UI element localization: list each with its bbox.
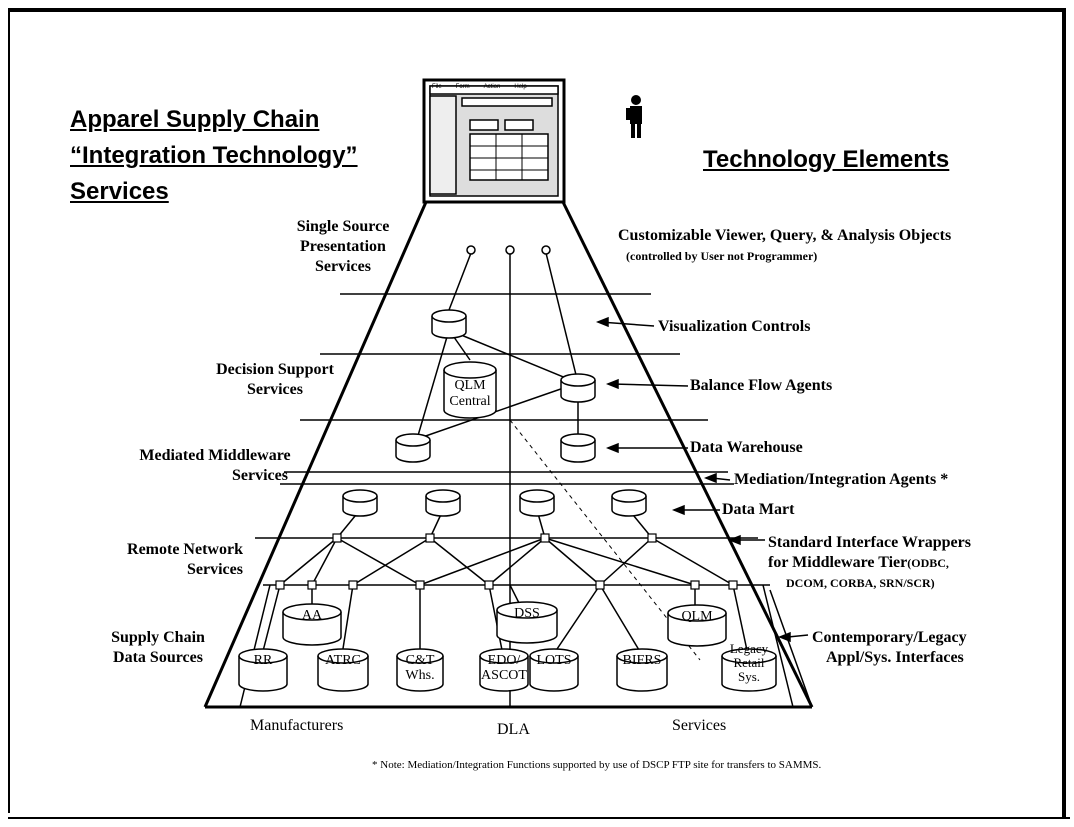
label-line: for Middleware Tier(ODBC, (768, 553, 971, 573)
label-visualization-controls: Visualization Controls (658, 318, 811, 335)
node-dss: DSS (514, 606, 540, 621)
node-line: Central (449, 394, 491, 409)
cylinder-bifrs (616, 648, 668, 692)
label-line: Customizable Viewer, Query, & Analysis O… (618, 227, 952, 244)
node-line: Sys. (737, 669, 761, 684)
cylinder-legacy (721, 648, 777, 692)
cylinder-datamart-3 (519, 489, 555, 517)
label-line: Single Source (296, 218, 390, 235)
label-line: Mediated Middleware (139, 447, 291, 464)
screen-menu-form: Form (455, 84, 470, 90)
label-line: Contemporary/Legacy (812, 629, 967, 646)
screen-menu-action: Action (483, 84, 501, 90)
screen-menu-file: File (432, 84, 442, 90)
node-line: QLM (454, 378, 486, 393)
wrapper-nodes (275, 533, 738, 590)
node-atrc: ATRC (325, 653, 361, 668)
label-balance-flow-agents: Balance Flow Agents (690, 377, 833, 394)
label-remote-network: Remote Network Services (100, 540, 270, 580)
node-line: Retail (733, 655, 765, 670)
label-line: (controlled by User not Programmer) (626, 249, 818, 263)
cylinders (238, 309, 777, 692)
cylinder-lots (529, 648, 579, 692)
cylinder-aa (282, 603, 342, 646)
cylinder-datamart-2 (425, 489, 461, 517)
node-lots: LOTS (536, 653, 572, 668)
label-services: Services (672, 717, 727, 734)
label-line: Supply Chain (111, 629, 205, 646)
label-manufacturers: Manufacturers (250, 717, 344, 734)
node-line: ASCOT (481, 668, 527, 683)
cylinder-rr (238, 648, 288, 692)
node-line: EDO/ (487, 653, 521, 668)
node-legacy-retail: Legacy Retail Sys. (722, 642, 776, 684)
node-bifrs: BIFRS (622, 653, 662, 668)
cylinder-balance-flow (560, 373, 596, 403)
label-mediated-middleware: Mediated Middleware Services (120, 446, 310, 486)
label-decision-support: Decision Support Services (190, 360, 360, 400)
node-rr: RR (253, 653, 273, 668)
cylinder-visualization (431, 309, 467, 339)
main-title: Apparel Supply Chain “Integration Techno… (70, 102, 358, 210)
cylinder-atrc (317, 648, 369, 692)
label-legacy-interfaces: Contemporary/Legacy Appl/Sys. Interfaces (812, 628, 967, 668)
label-data-warehouse: Data Warehouse (690, 439, 803, 456)
cylinder-dss (496, 601, 558, 644)
main-title-line-3: Services (70, 178, 169, 205)
label-line: Remote Network (127, 541, 243, 558)
label-line: Presentation (300, 238, 386, 255)
node-ct-whs: C&T Whs. (397, 653, 443, 683)
label-line: Services (232, 467, 288, 484)
main-title-line-2: “Integration Technology” (70, 142, 358, 169)
label-mediation-agents: Mediation/Integration Agents * (734, 471, 949, 488)
label-part: for Middleware Tier (768, 554, 908, 571)
cylinder-qlm (667, 604, 727, 647)
label-line: Data Sources (113, 649, 203, 666)
slide-frame (8, 8, 1066, 819)
pyramid-outline (203, 201, 814, 709)
node-line: Whs. (405, 668, 435, 683)
node-qlm-central: QLM Central (444, 378, 496, 410)
label-dla: DLA (497, 721, 530, 738)
node-aa: AA (301, 608, 323, 623)
cylinder-warehouse-left (395, 433, 431, 463)
label-line: Services (247, 381, 303, 398)
cylinder-ct (396, 648, 444, 692)
presentation-connectors (448, 245, 579, 384)
label-viewer-objects: Customizable Viewer, Query, & Analysis O… (618, 226, 951, 266)
node-edo-ascot: EDO/ ASCOT (480, 653, 528, 683)
cylinder-edo (479, 648, 529, 692)
label-line: Services (187, 561, 243, 578)
label-line: Standard Interface Wrappers (768, 534, 971, 551)
label-line: Appl/Sys. Interfaces (826, 649, 964, 666)
label-line: Decision Support (216, 361, 334, 378)
technology-elements-title: Technology Elements (703, 146, 950, 173)
label-data-mart: Data Mart (722, 501, 795, 518)
user-figure-icon (626, 95, 642, 138)
main-title-line-1: Apparel Supply Chain (70, 106, 320, 133)
label-presentation-services: Single Source Presentation Services (258, 217, 428, 277)
label-supply-chain-sources: Supply Chain Data Sources (88, 628, 228, 668)
cylinder-warehouse-right (560, 433, 596, 463)
label-part: (ODBC, (907, 556, 949, 570)
frame-bottom-edge (8, 817, 1070, 819)
label-line: Services (315, 258, 371, 275)
node-line: Legacy (729, 641, 769, 656)
cylinder-datamart-4 (611, 489, 647, 517)
frame-left-edge (8, 8, 10, 813)
connection-lines (261, 329, 749, 656)
node-line: C&T (405, 653, 435, 668)
screen-menu-help: Help (514, 84, 527, 90)
node-qlm: QLM (681, 609, 713, 624)
footnote: * Note: Mediation/Integration Functions … (372, 759, 822, 771)
pointer-arrows (595, 316, 809, 643)
cylinder-datamart-1 (342, 489, 378, 517)
label-interface-wrappers: Standard Interface Wrappers for Middlewa… (768, 533, 971, 593)
viewer-screen-icon (422, 78, 566, 204)
screen-menu: File Form Action Help (432, 84, 527, 90)
label-line: DCOM, CORBA, SRN/SCR) (786, 576, 935, 590)
cylinder-qlm-central (443, 361, 497, 419)
